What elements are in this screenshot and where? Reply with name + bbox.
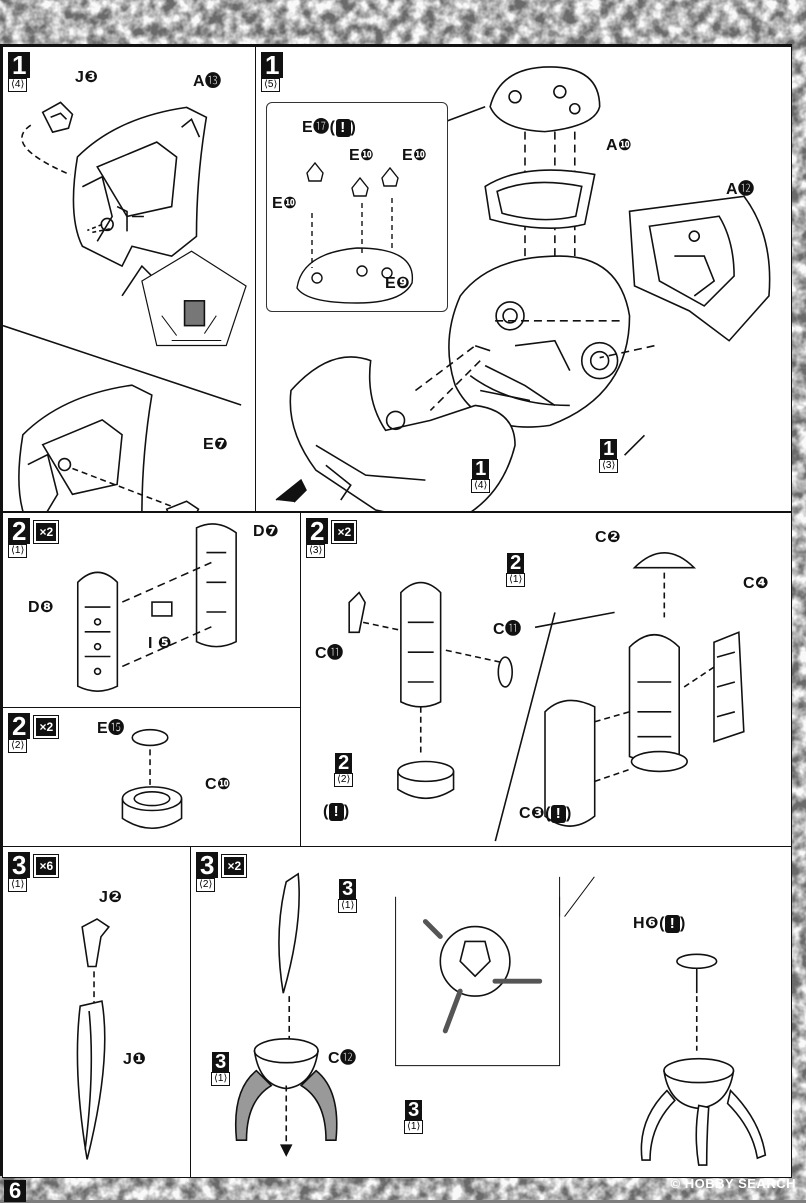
step-1-4: 1 ⟨4⟩ [8, 52, 31, 92]
step-3-1: 3 ⟨1⟩ ×6 [8, 852, 60, 892]
quantity-badge: ×2 [33, 520, 60, 544]
part-label-e9: E❾ [385, 275, 411, 292]
part-label-e10: E❿ [272, 195, 298, 212]
panel-step-2-3: 2 ⟨3⟩ ×2 2 ⟨1⟩ 2 ⟨2⟩ (!) C❷ C❹ C⓫ C⓫ C❸(… [300, 512, 792, 847]
quantity-badge: ×2 [221, 854, 248, 878]
ref-step-3-1: 3 ⟨1⟩ [338, 879, 358, 913]
quantity-badge: ×2 [331, 520, 358, 544]
part-label-c12: C⓬ [328, 1050, 357, 1067]
panel-step-3-1: 3 ⟨1⟩ ×6 J❷ J❶ [2, 846, 192, 1178]
part-label-e7: E❼ [203, 436, 229, 453]
part-label-c3: C❸(!) [519, 804, 572, 823]
tripod-assembly-illustration [235, 872, 767, 1166]
step-2-3: 2 ⟨3⟩ ×2 [306, 518, 358, 558]
ref-step-3-1: 3 ⟨1⟩ [404, 1100, 424, 1134]
ref-step-3-1: 3 ⟨1⟩ [211, 1052, 231, 1086]
part-label-a12: A⓬ [726, 181, 755, 198]
caution-icon: ! [335, 118, 351, 137]
part-label-j2: J❷ [99, 889, 123, 906]
step-3-2: 3 ⟨2⟩ ×2 [196, 852, 248, 892]
panel-step-1-5: 1 ⟨5⟩ E⓱(!) E❿ E❿ E❿ E❾ [255, 46, 792, 512]
part-label-c11: C⓫ [493, 621, 522, 638]
page-number: 6 [4, 1180, 27, 1202]
ref-step-1-4: 1 ⟨4⟩ [471, 459, 491, 493]
base-wheel-illustration [121, 728, 183, 829]
step-1-5: 1 ⟨5⟩ [261, 52, 284, 92]
watermark: © HOBBY SEARCH [670, 1176, 796, 1191]
part-label-d7: D❼ [253, 523, 280, 540]
step-2-2: 2 ⟨2⟩ ×2 [8, 713, 60, 753]
instruction-sheet: 1 ⟨4⟩ J❸ A⓭ E❼ [0, 44, 792, 1178]
part-label-i5: I ❺ [148, 635, 172, 652]
panel-step-1-4: 1 ⟨4⟩ J❸ A⓭ E❼ [2, 46, 257, 512]
part-label-e17: E⓱(!) [302, 118, 357, 137]
panel-step-2-2: 2 ⟨2⟩ ×2 E⓯ C❿ [2, 707, 302, 847]
caution-note: (!) [323, 803, 350, 821]
part-label-e10: E❿ [349, 147, 375, 164]
ref-step-2-2: 2 ⟨2⟩ [334, 753, 354, 787]
caution-icon: ! [664, 914, 680, 933]
part-label-d8: D❽ [28, 599, 55, 616]
quantity-badge: ×2 [33, 715, 60, 739]
caution-icon: ! [550, 804, 566, 823]
part-label-a10: A❿ [606, 137, 633, 154]
step-substep: ⟨5⟩ [261, 78, 281, 92]
panel-step-3-2: 3 ⟨2⟩ ×2 3 ⟨1⟩ 3 ⟨1⟩ 3 ⟨1⟩ C⓬ H❻(!) [190, 846, 792, 1178]
step-number: 1 [261, 52, 284, 78]
dome-detail-illustration [296, 161, 414, 304]
part-label-a13: A⓭ [193, 73, 222, 90]
part-label-c11: C⓫ [315, 645, 344, 662]
ref-step-1-3: 1 ⟨3⟩ [599, 439, 619, 473]
part-label-c4: C❹ [743, 575, 770, 592]
part-label-j3: J❸ [75, 69, 99, 86]
detail-inset: E⓱(!) E❿ E❿ E❿ E❾ [266, 102, 448, 312]
body-cylinder-illustration [76, 523, 237, 692]
part-label-j1: J❶ [123, 1051, 147, 1068]
body-armor-illustration [348, 552, 745, 842]
part-label-c2: C❷ [595, 529, 622, 546]
part-label-e15: E⓯ [97, 720, 125, 737]
leg-assembly-illustration [76, 918, 111, 1160]
part-label-h6: H❻(!) [633, 914, 686, 933]
part-label-c10: C❿ [205, 776, 232, 793]
ref-step-2-1: 2 ⟨1⟩ [506, 553, 526, 587]
quantity-badge: ×6 [33, 854, 60, 878]
step-number: 1 [8, 52, 31, 78]
caution-icon: ! [328, 803, 344, 821]
part-label-e10: E❿ [402, 147, 428, 164]
head-sphere-assembly-illustration [275, 66, 771, 511]
head-shell-assembly-illustration [3, 101, 247, 511]
step-2-1: 2 ⟨1⟩ ×2 [8, 518, 60, 558]
panel-step-2-1: 2 ⟨1⟩ ×2 D❼ D❽ I ❺ [2, 512, 302, 708]
step-substep: ⟨4⟩ [8, 78, 28, 92]
